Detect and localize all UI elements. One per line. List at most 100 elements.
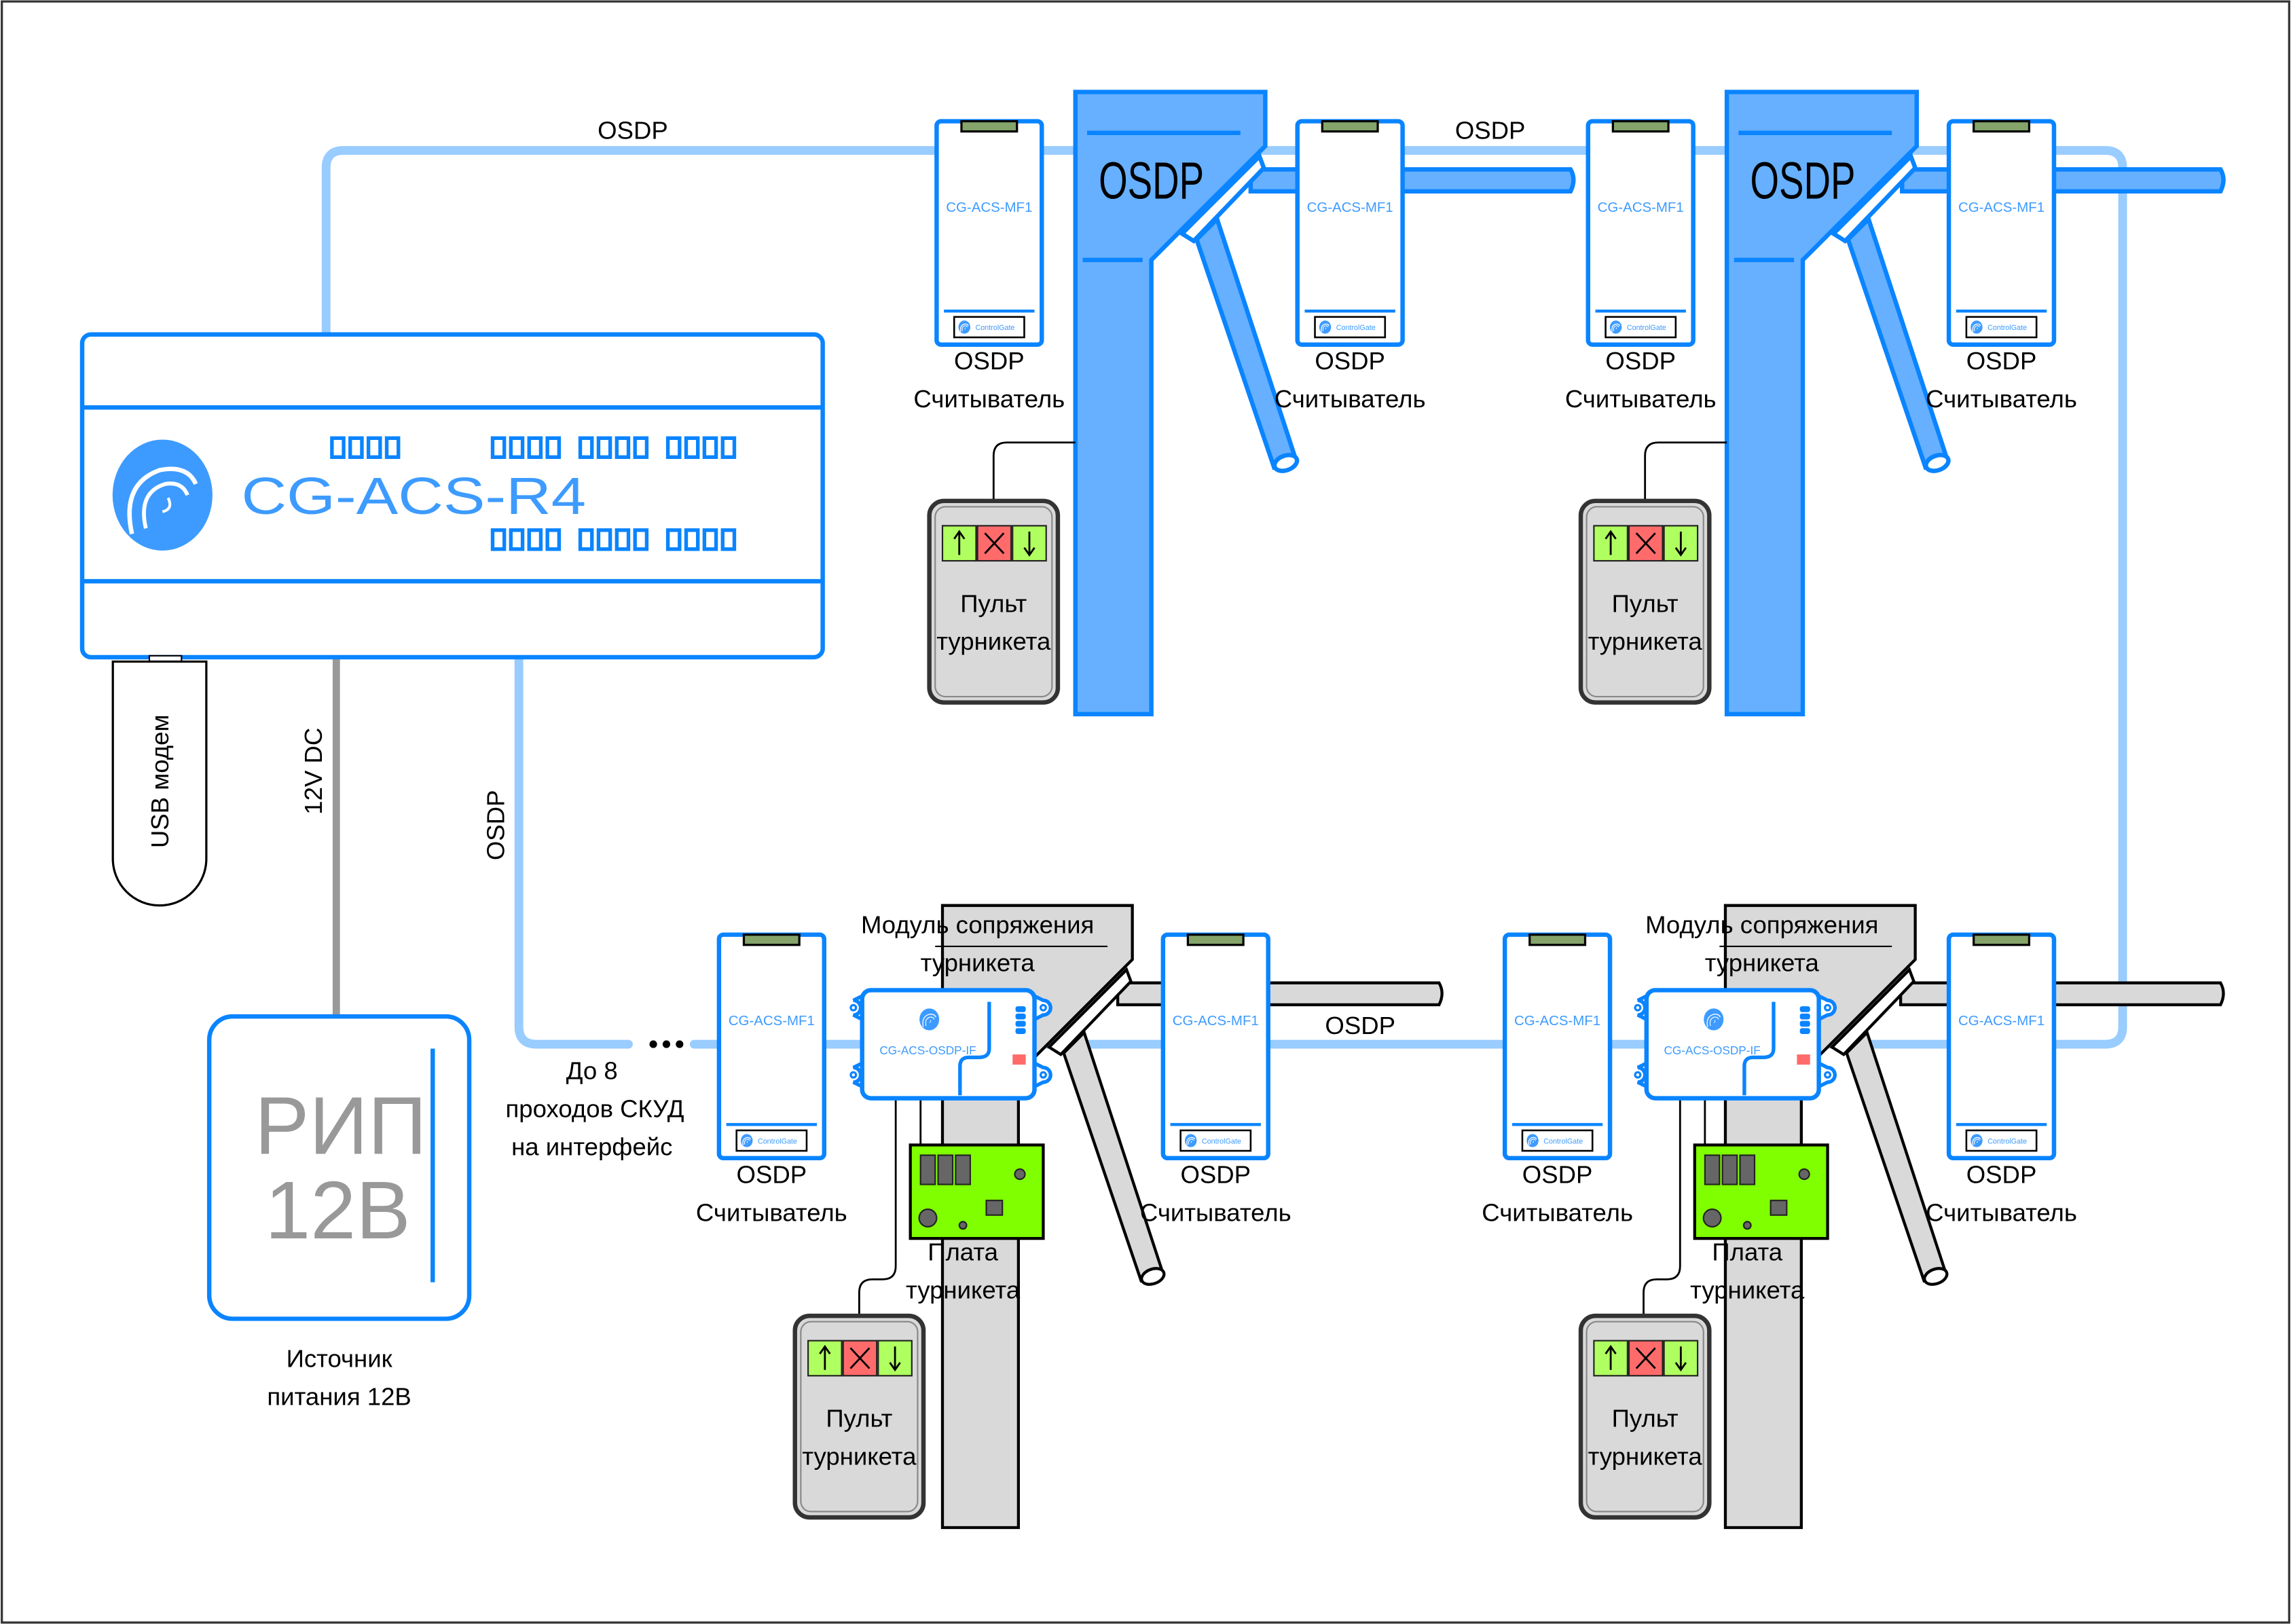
status-led: [596, 528, 612, 551]
status-led: [720, 436, 737, 459]
arrow-up-icon: [1605, 1344, 1617, 1370]
arrow-down-icon: [1674, 531, 1687, 557]
osdp-cable-top: [321, 146, 2127, 1049]
controlgate-logo-icon: [1526, 1134, 1539, 1147]
board-label-line2: турникета: [1690, 1276, 1805, 1304]
interface-module-label-line2: турникета: [1705, 948, 1820, 976]
ellipsis-dot: [662, 1040, 671, 1048]
usb-modem: USB модем: [111, 654, 208, 907]
turnstile-arm-end: [1140, 1267, 1166, 1286]
reader-indicator: [1973, 934, 2031, 946]
controlgate-logo-icon: [1184, 1134, 1197, 1147]
status-led: [615, 436, 631, 459]
console-wire: [1644, 441, 1727, 501]
module-cover-line: [958, 1001, 991, 1096]
reader-label-line1: OSDP: [1966, 347, 2037, 375]
mounting-hole: [1634, 1071, 1642, 1079]
reader-model: CG-ACS-MF1: [1598, 200, 1684, 215]
interface-module-label-line2: турникета: [921, 948, 1035, 976]
console-line1: Пульт: [1612, 589, 1679, 617]
status-led: [490, 528, 507, 551]
controller-body: [79, 332, 825, 660]
relay: [1739, 1154, 1756, 1185]
osdp-label-bottom: OSDP: [1325, 1012, 1395, 1039]
board-component: [1014, 1168, 1026, 1181]
interface-module-model: CG-ACS-OSDP-IF: [879, 1044, 976, 1057]
reader-label-line2: Считыватель: [1140, 1198, 1291, 1226]
reader-label-line1: OSDP: [954, 347, 1025, 375]
board-chip: [1770, 1200, 1788, 1216]
modem-label: USB модем: [146, 714, 174, 848]
arrow-down-icon: [889, 1346, 901, 1372]
module-dip-switch: [1012, 1054, 1026, 1065]
turnstile-hinge: [1046, 967, 1133, 1056]
turnstile-arm-end: [1922, 1267, 1949, 1286]
reader-indicator: [1973, 119, 2031, 133]
controlgate-logo-icon: [1971, 320, 1983, 334]
controller-model: CG-ACS-R4: [241, 467, 586, 525]
board-chip: [985, 1200, 1004, 1216]
reader-indicator: [1186, 934, 1245, 946]
modem-body: [111, 660, 208, 907]
relay: [1704, 1154, 1721, 1185]
controlgate-logo-icon: [1319, 320, 1332, 334]
status-led: [384, 436, 401, 459]
board-component: [1742, 1221, 1752, 1230]
controlgate-logo-icon: [1704, 1008, 1724, 1031]
status-led: [490, 436, 507, 459]
turnstile-head-label: OSDP: [1099, 152, 1204, 210]
reader-brand: ControlGate: [975, 324, 1014, 332]
turnstile-arm-end: [1272, 452, 1300, 473]
turnstile-hinge: [1829, 967, 1916, 1056]
reader-brand: ControlGate: [1543, 1137, 1583, 1145]
osdp-label-top-left: OSDP: [598, 116, 668, 144]
reader-label-line2: Считыватель: [1926, 1198, 2077, 1226]
power-supply-caption-line1: Источник: [287, 1344, 393, 1372]
reader-model: CG-ACS-MF1: [1173, 1014, 1259, 1029]
reader-label-line1: OSDP: [1966, 1160, 2037, 1188]
relay: [1721, 1154, 1738, 1185]
interface-module-label-line1: Модуль сопряжения: [1645, 911, 1878, 939]
reader-label-line2: Считыватель: [913, 385, 1065, 413]
turnstile-arm-end: [1924, 452, 1951, 473]
module-led: [1799, 1013, 1810, 1020]
status-led: [684, 528, 700, 551]
status-led: [633, 436, 649, 459]
reader-brand: ControlGate: [1627, 324, 1666, 332]
reader-label-line2: Считыватель: [1482, 1198, 1633, 1226]
status-led: [702, 436, 718, 459]
mounting-hole: [849, 1003, 858, 1012]
module-cover-line: [1742, 1001, 1776, 1096]
interface-module-1: CG-ACS-OSDP-IF: [849, 988, 1052, 1101]
turnstile-body: [1724, 90, 1919, 717]
reader-label-line2: Считыватель: [1565, 385, 1717, 413]
reader-label-line2: Считыватель: [696, 1198, 847, 1226]
module-led: [1015, 1013, 1026, 1020]
board-label-line1: Плата: [1712, 1238, 1782, 1266]
reader-label-line1: OSDP: [1522, 1160, 1593, 1188]
module-led: [1015, 1006, 1026, 1012]
console-wire: [992, 441, 1076, 501]
console-inner-frame: [800, 1321, 919, 1513]
turnstile-hinge: [1178, 152, 1266, 244]
ellipsis-dot: [649, 1040, 657, 1048]
arrow-up-icon: [819, 1344, 831, 1370]
status-led: [615, 528, 631, 551]
reader-brand: ControlGate: [1336, 324, 1376, 332]
arrow-up-icon: [1605, 530, 1617, 555]
reader-model: CG-ACS-MF1: [1958, 200, 2045, 215]
console-inner-frame: [1586, 506, 1704, 698]
module-led: [1799, 1028, 1810, 1034]
cross-icon: [1635, 532, 1656, 555]
module-dip-switch: [1797, 1054, 1810, 1065]
status-led: [527, 528, 543, 551]
controlgate-logo-icon: [112, 439, 213, 551]
relay: [937, 1154, 954, 1185]
